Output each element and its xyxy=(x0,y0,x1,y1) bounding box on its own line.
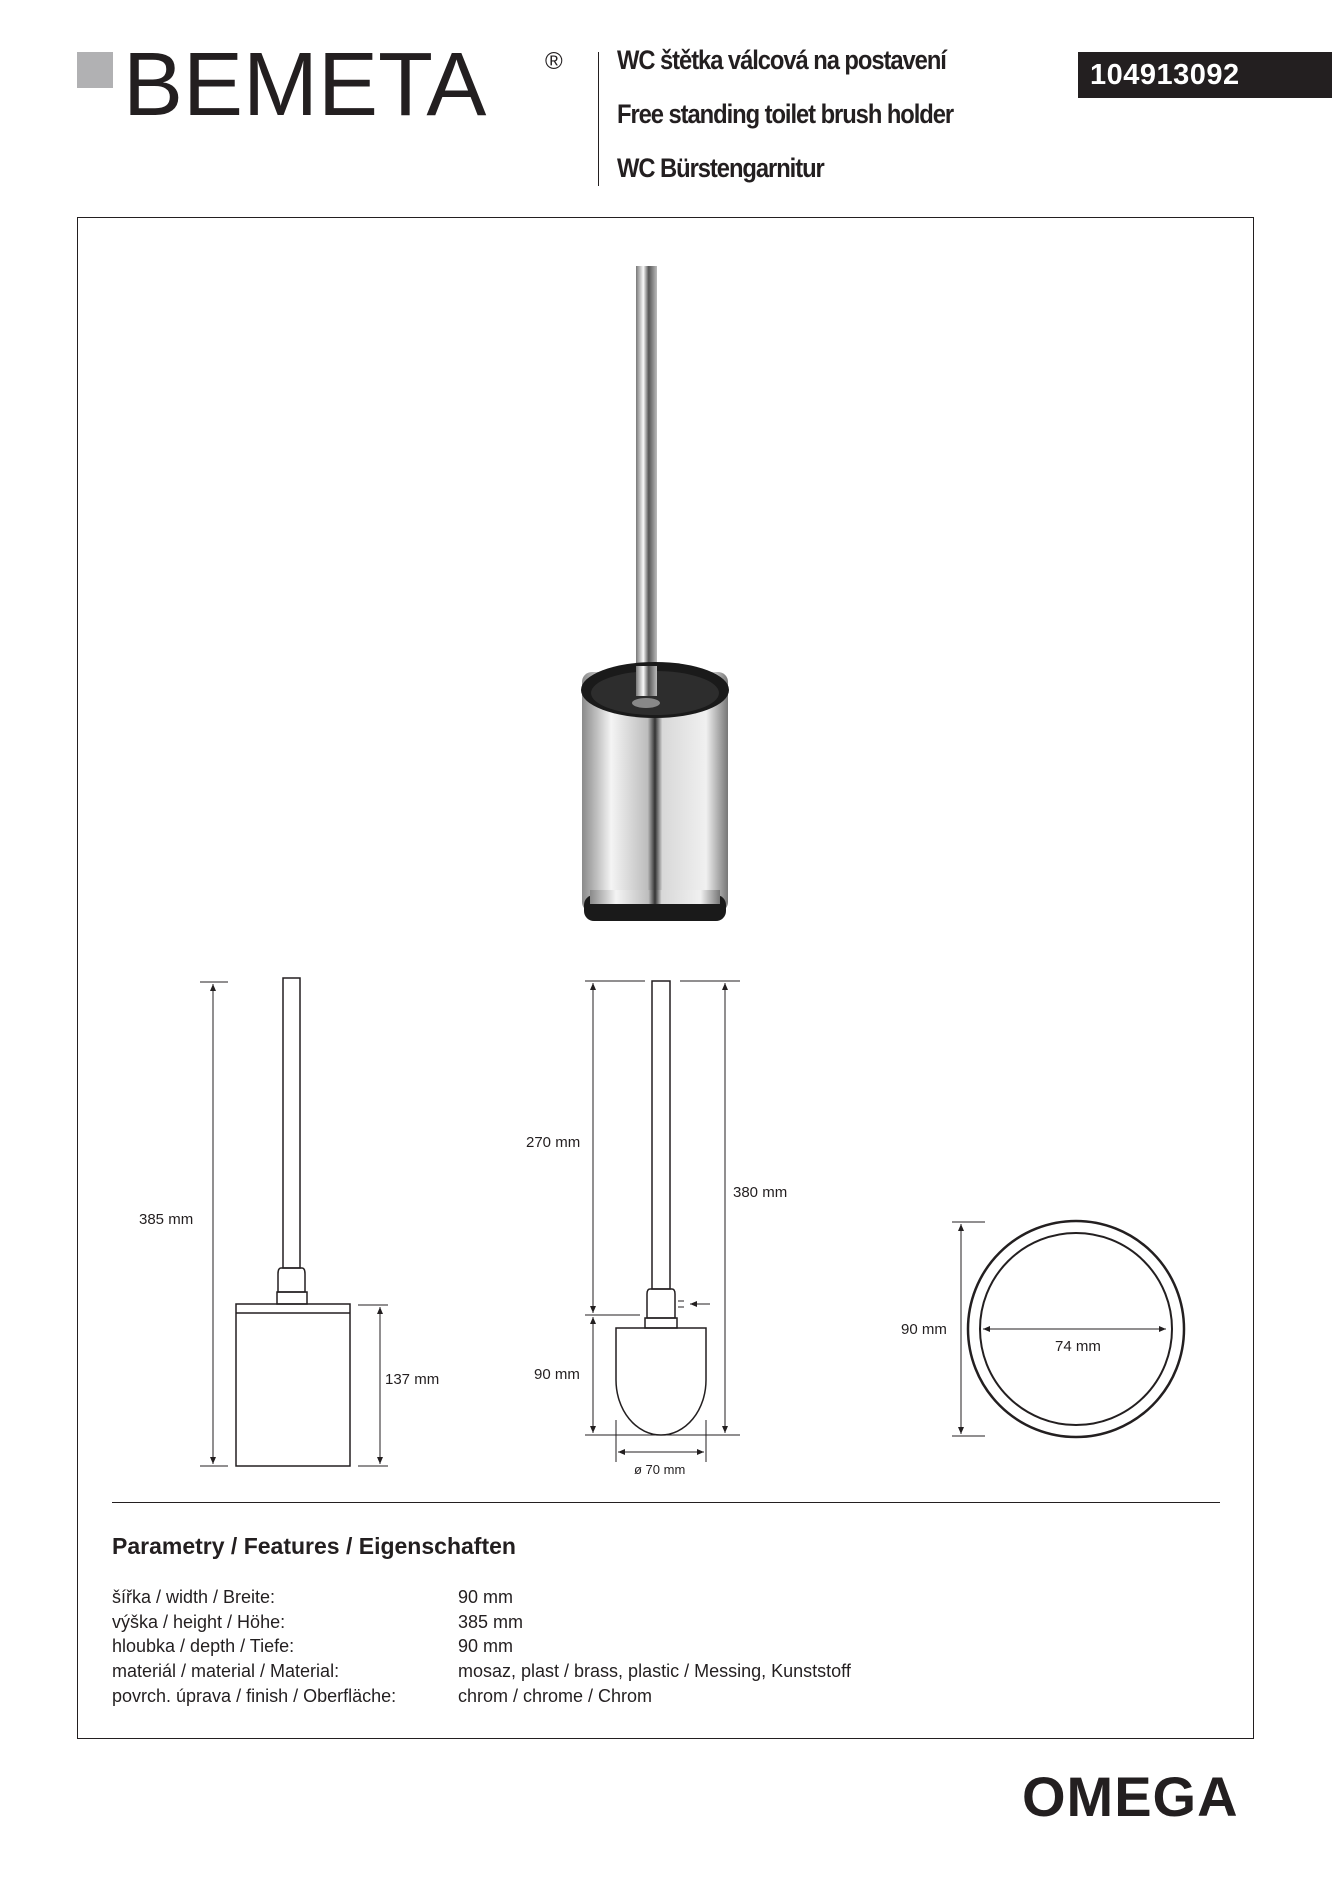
series-name: OMEGA xyxy=(1022,1765,1239,1828)
dim-total-height: 385 mm xyxy=(139,1211,193,1228)
drawing-frame xyxy=(77,217,1254,1739)
top-view-drawing xyxy=(952,1219,1186,1439)
feature-label: šířka / width / Breite: xyxy=(112,1587,276,1607)
feature-label: materiál / material / Material: xyxy=(112,1661,340,1681)
dim-head-height: 90 mm xyxy=(534,1366,580,1383)
product-photo xyxy=(581,266,729,921)
dim-inner-diameter: 74 mm xyxy=(1055,1338,1101,1355)
logo-mark xyxy=(77,52,113,88)
feature-value: chrom / chrome / Chrom xyxy=(458,1686,653,1706)
brush-drawing xyxy=(585,980,740,1462)
feature-value: 90 mm xyxy=(458,1587,514,1607)
dim-brush-total: 380 mm xyxy=(733,1184,787,1201)
title-de: WC Bürstengarnitur xyxy=(617,153,825,183)
feature-label: hloubka / depth / Tiefe: xyxy=(112,1636,295,1656)
side-view-drawing xyxy=(200,977,388,1467)
dim-head-diameter: ø 70 mm xyxy=(634,1462,685,1477)
section-divider xyxy=(112,1502,1220,1503)
header-divider xyxy=(598,52,599,186)
registered-mark: ® xyxy=(545,48,563,75)
feature-label: povrch. úprava / finish / Oberfläche: xyxy=(112,1686,397,1706)
dim-outer-diameter: 90 mm xyxy=(901,1321,947,1338)
technical-drawing: 385 mm 137 mm 270 mm 380 mm 90 mm ø 70 m… xyxy=(139,266,1186,1477)
feature-value: 385 mm xyxy=(458,1612,524,1632)
dim-handle-length: 270 mm xyxy=(526,1134,580,1151)
feature-label: výška / height / Höhe: xyxy=(112,1612,286,1632)
brand-logo: BEMETA xyxy=(123,35,487,135)
title-en: Free standing toilet brush holder xyxy=(617,99,954,129)
title-cz: WC štětka válcová na postavení xyxy=(617,45,947,75)
features-heading: Parametry / Features / Eigenschaften xyxy=(112,1533,516,1559)
feature-value: mosaz, plast / brass, plastic / Messing,… xyxy=(458,1661,851,1681)
feature-value: 90 mm xyxy=(458,1636,514,1656)
product-code: 104913092 xyxy=(1078,52,1332,98)
dim-holder-height: 137 mm xyxy=(385,1371,439,1388)
